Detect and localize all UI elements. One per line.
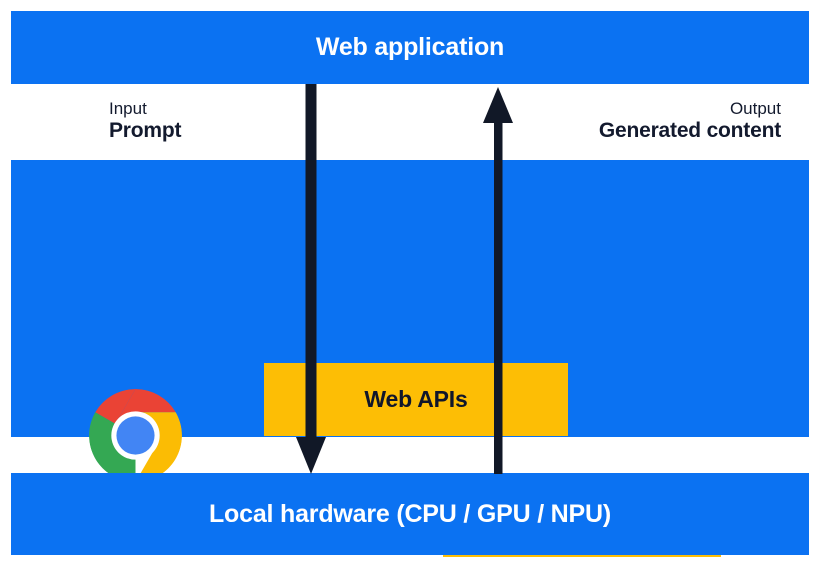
box-web-apis-label: Web APIs [364,386,468,413]
input-flow-label: Input Prompt [109,99,182,144]
box-web-apis[interactable]: Web APIs [264,363,568,436]
band-web-application: Web application [11,11,809,84]
output-value-label: Generated content [598,119,781,143]
input-value-label: Prompt [109,119,182,143]
output-flow-label: Output Generated content [599,99,781,144]
band-web-application-label: Web application [315,33,505,61]
chrome-logo [89,389,182,482]
output-kind-label: Output [729,99,781,118]
input-kind-label: Input [109,99,147,118]
band-local-hardware-label: Local hardware (CPU / GPU / NPU) [208,499,611,528]
band-browser: Browser Web APIs Built-in models and run… [11,160,809,557]
band-local-hardware: Local hardware (CPU / GPU / NPU) [11,473,809,555]
